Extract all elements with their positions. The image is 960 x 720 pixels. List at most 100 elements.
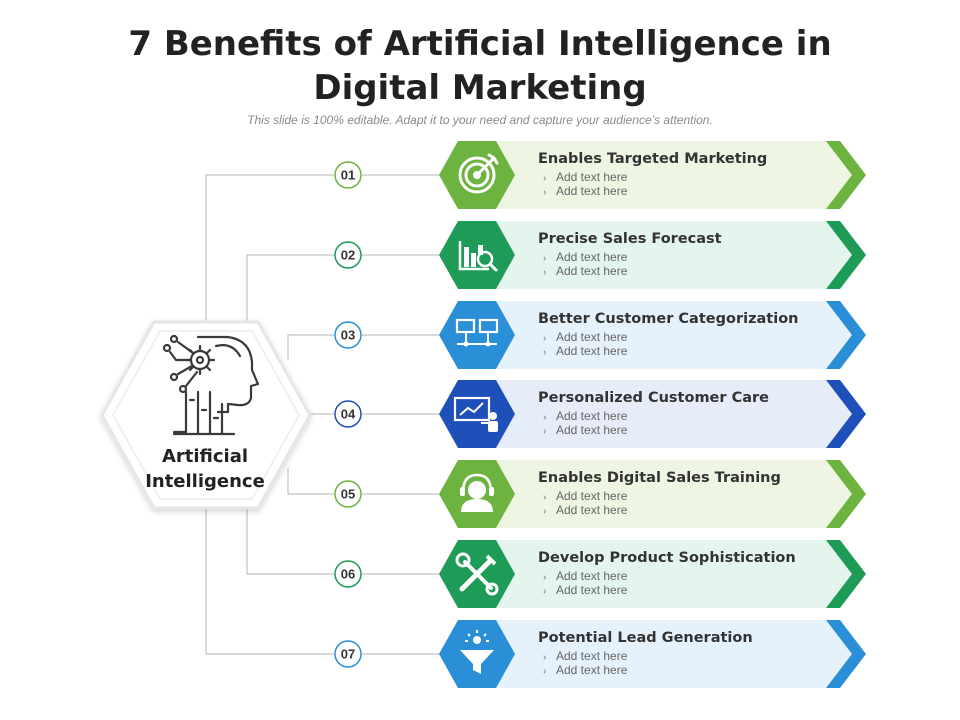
benefit-band-07: [470, 620, 866, 688]
bullet-chevron-icon: ›: [543, 412, 547, 423]
title-line-2: Digital Marketing: [313, 68, 647, 108]
benefit-band-01: [470, 141, 866, 209]
number-label: 05: [341, 487, 355, 502]
band-chevron: [826, 380, 866, 448]
connector-02: [246, 254, 334, 322]
network-monitors-icon: [455, 318, 499, 347]
bullet-chevron-icon: ›: [543, 572, 547, 583]
number-circle: [334, 560, 362, 588]
benefit-nodes: 01 02 03 04 05 06 07: [334, 141, 515, 688]
benefit-node-03: 03: [334, 301, 515, 369]
benefit-bullet: › Add text here: [543, 409, 627, 423]
bullet-text: Add text here: [556, 503, 628, 517]
title-line-1: 7 Benefits of Artificial Intelligence in: [128, 24, 832, 64]
bullet-text: Add text here: [556, 569, 628, 583]
band-background: [470, 460, 856, 528]
presentation-icon: [453, 396, 498, 432]
number-circle: [334, 241, 362, 269]
bullet-chevron-icon: ›: [543, 492, 547, 503]
benefit-node-04: 04: [334, 380, 515, 448]
benefit-node-01: 01: [334, 141, 515, 209]
benefit-bullet: › Add text here: [543, 250, 627, 264]
band-chevron: [826, 620, 866, 688]
benefit-bullet: › Add text here: [543, 569, 627, 583]
hub-label-line-2: Intelligence: [145, 471, 265, 492]
benefit-band-05: [470, 460, 866, 528]
bullet-text: Add text here: [556, 649, 628, 663]
page-title: 7 Benefits of Artificial Intelligence in…: [0, 22, 960, 110]
band-background: [470, 221, 856, 289]
bullet-text: Add text here: [556, 330, 628, 344]
icon-hexagon: [439, 301, 515, 369]
number-label: 03: [341, 328, 355, 343]
connector-01: [205, 174, 334, 322]
band-background: [470, 301, 856, 369]
connector-07: [205, 507, 334, 655]
bullet-chevron-icon: ›: [543, 347, 547, 358]
connector-lines: [205, 174, 440, 655]
bullet-text: Add text here: [556, 264, 628, 278]
chart-search-icon: [458, 241, 498, 272]
band-chevron: [826, 141, 866, 209]
band-chevron: [826, 460, 866, 528]
number-circle: [334, 640, 362, 668]
benefit-bullet: › Add text here: [543, 503, 627, 517]
benefit-bullet: › Add text here: [543, 330, 627, 344]
bullet-chevron-icon: ›: [543, 187, 547, 198]
benefit-node-02: 02: [334, 221, 515, 289]
funnel-icon: [460, 630, 494, 674]
hub: [100, 320, 312, 510]
headset-icon: [460, 473, 494, 512]
bullet-chevron-icon: ›: [543, 173, 547, 184]
bullet-text: Add text here: [556, 423, 628, 437]
icon-hexagon: [439, 221, 515, 289]
bullet-text: Add text here: [556, 170, 628, 184]
band-background: [470, 141, 856, 209]
bullet-text: Add text here: [556, 250, 628, 264]
number-label: 07: [341, 647, 355, 662]
benefit-band-03: [470, 301, 866, 369]
band-chevron: [826, 540, 866, 608]
number-circle: [334, 321, 362, 349]
ai-head-icon: [162, 334, 260, 436]
connector-05: [287, 468, 334, 495]
bullet-chevron-icon: ›: [543, 666, 547, 677]
bullet-chevron-icon: ›: [543, 253, 547, 264]
bullet-text: Add text here: [556, 344, 628, 358]
bullet-text: Add text here: [556, 663, 628, 677]
benefit-title-05: Enables Digital Sales Training: [538, 470, 781, 486]
benefit-bullet: › Add text here: [543, 184, 627, 198]
bullet-chevron-icon: ›: [543, 426, 547, 437]
benefit-band-04: [470, 380, 866, 448]
benefit-bullet: ›Add text here: [543, 583, 627, 597]
number-circle: [334, 161, 362, 189]
band-chevron: [826, 221, 866, 289]
connector-06: [246, 507, 334, 575]
benefit-title-02: Precise Sales Forecast: [538, 231, 722, 247]
benefit-bullet: ›Add text here: [543, 264, 627, 278]
target-icon: [458, 153, 499, 194]
benefit-title-01: Enables Targeted Marketing: [538, 151, 768, 167]
bullet-text: Add text here: [556, 409, 628, 423]
benefit-bullet: › Add text here: [543, 423, 627, 437]
bullet-text: Add text here: [556, 184, 628, 198]
benefit-band-06: [470, 540, 866, 608]
benefit-bullet: ›Add text here: [543, 649, 627, 663]
benefit-title-04: Personalized Customer Care: [538, 390, 769, 406]
benefit-bullet: › Add text here: [543, 344, 627, 358]
bullet-text: Add text here: [556, 489, 628, 503]
benefit-title-03: Better Customer Categorization: [538, 311, 799, 327]
band-chevron: [826, 301, 866, 369]
bullet-chevron-icon: ›: [543, 506, 547, 517]
number-label: 01: [341, 168, 355, 183]
band-background: [470, 620, 856, 688]
band-background: [470, 380, 856, 448]
benefit-title-06: Develop Product Sophistication: [538, 550, 796, 566]
benefit-node-07: 07: [334, 620, 515, 688]
hub-label: Artificial Intelligence: [130, 444, 280, 494]
bullet-chevron-icon: ›: [543, 586, 547, 597]
bullet-chevron-icon: ›: [543, 333, 547, 344]
benefit-node-06: 06: [334, 540, 515, 608]
benefit-bullet: › Add text here: [543, 663, 627, 677]
